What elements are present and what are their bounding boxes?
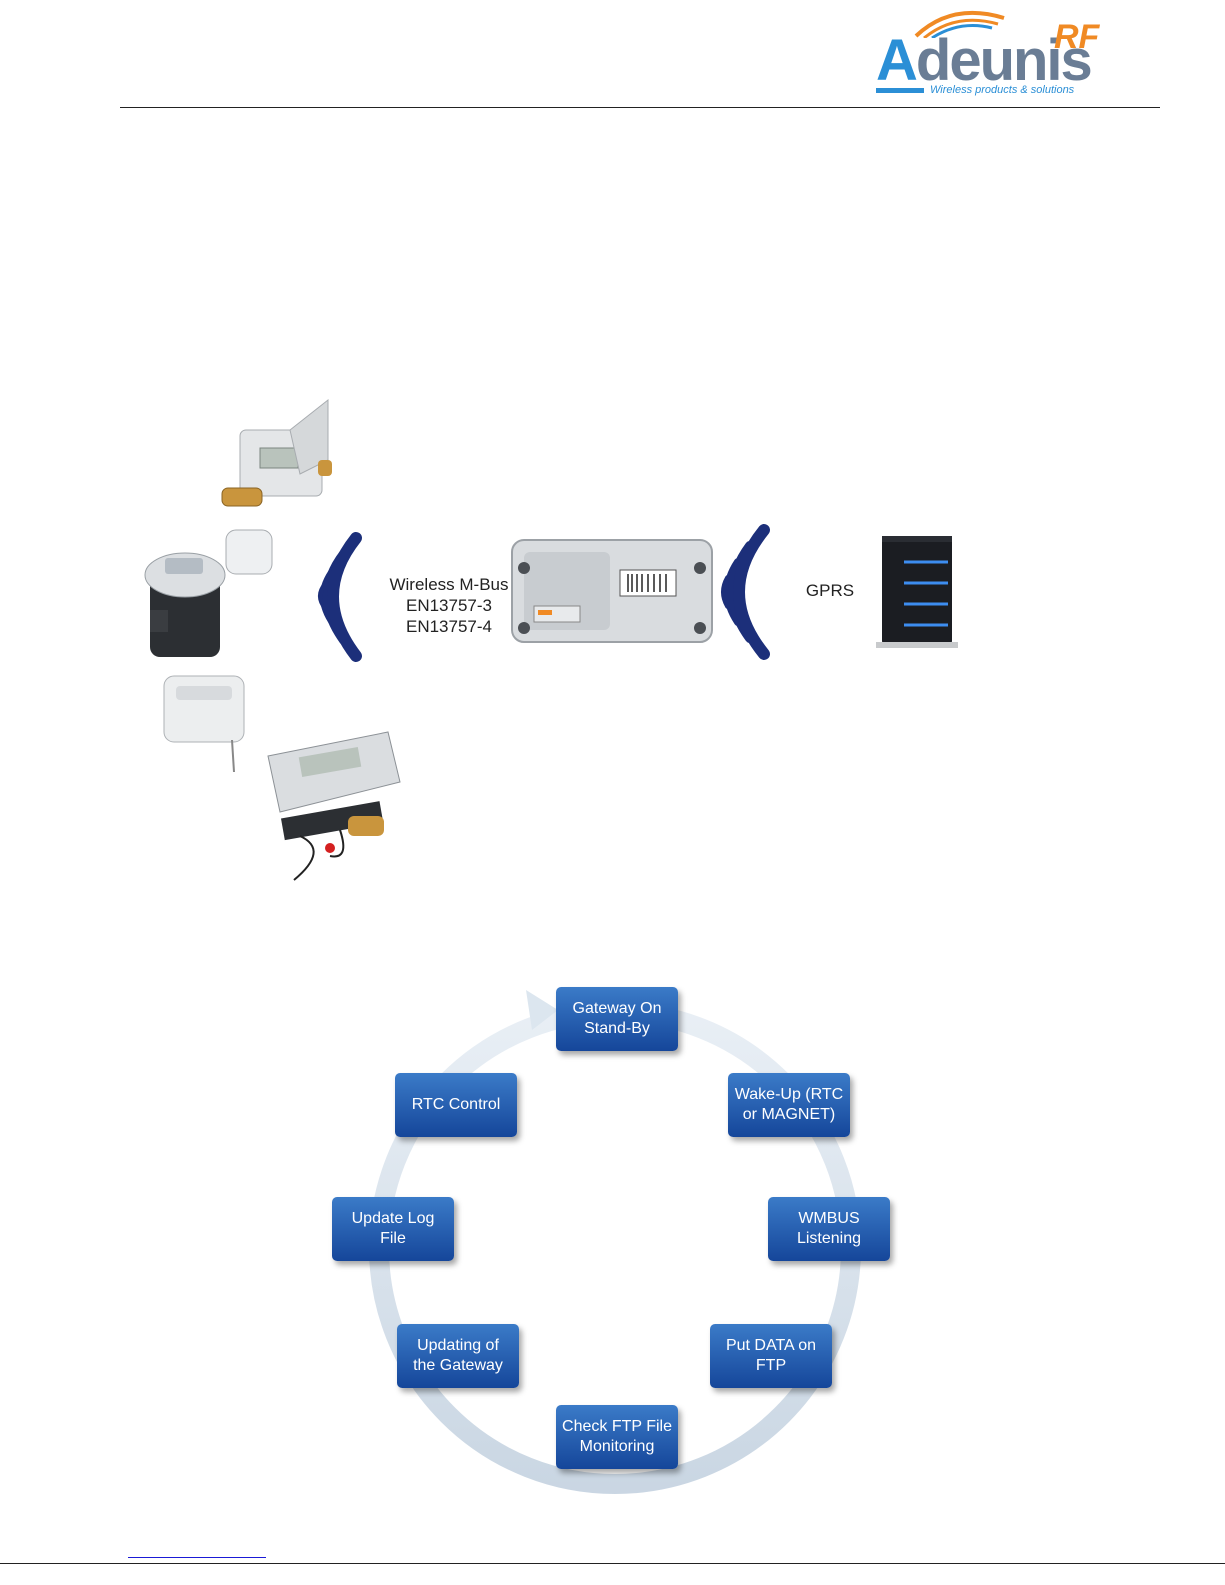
network-diagram [0,380,1225,900]
cycle-step-wake-up: Wake-Up (RTC or MAGNET) [728,1073,850,1137]
water-meter-icon [222,400,332,506]
heat-meter-icon [268,732,400,880]
logo-tagline: Wireless products & solutions [930,84,1074,96]
wireless-waves-icon [321,538,356,656]
logo-suffix: RF [1054,20,1099,54]
gprs-waves-icon [724,530,764,654]
cycle-step-updating-gateway: Updating of the Gateway [397,1324,519,1388]
cycle-step-rtc-control: RTC Control [395,1073,517,1137]
cycle-step-gateway-standby: Gateway On Stand-By [556,987,678,1051]
cycle-step-update-log: Update Log File [332,1197,454,1261]
server-icon [876,536,958,648]
company-logo: Adeunis RF Wireless products & solutions [868,6,1130,100]
flow-meter-icon [145,530,272,657]
logo-bar [876,88,924,93]
sensor-box-icon [164,676,244,772]
wireless-mbus-label: Wireless M-Bus EN13757-3 EN13757-4 [384,574,514,637]
header-divider [120,107,1160,108]
footer-divider [0,1563,1225,1564]
cycle-step-put-data-ftp: Put DATA on FTP [710,1324,832,1388]
cycle-step-check-ftp: Check FTP File Monitoring [556,1405,678,1469]
gprs-label: GPRS [800,580,860,601]
cycle-step-wmbus-listening: WMBUS Listening [768,1197,890,1261]
footer-link-underline[interactable] [128,1557,266,1558]
gateway-device-icon [512,540,712,642]
